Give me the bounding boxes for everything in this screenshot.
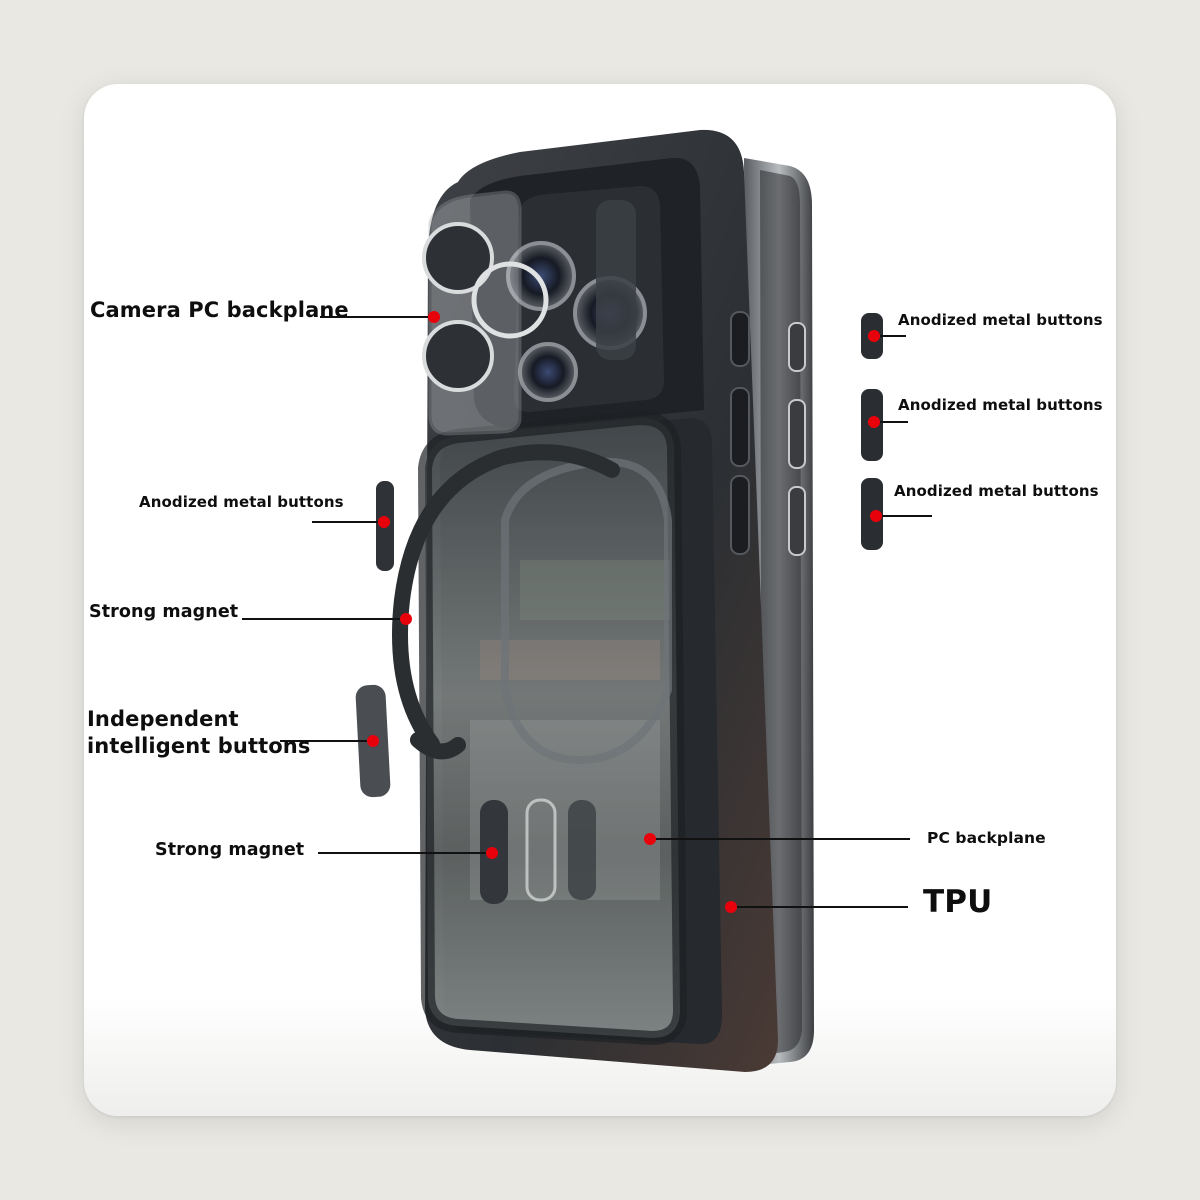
callout-dots	[367, 311, 882, 913]
label-anodized-metal-buttons-right-3: Anodized metal buttons	[894, 482, 1099, 500]
product-card	[84, 84, 1116, 1116]
label-camera-pc-backplane: Camera PC backplane	[90, 298, 349, 322]
label-tpu: TPU	[923, 884, 993, 920]
label-anodized-metal-buttons-right-2: Anodized metal buttons	[898, 396, 1103, 414]
pc-backplane	[417, 410, 688, 1046]
camera-pc-backplane	[422, 190, 549, 436]
label-independent-intelligent-buttons: Independent intelligent buttons	[87, 706, 310, 760]
phone-case-exploded-illustration	[242, 129, 932, 1073]
callouts	[242, 316, 932, 908]
label-anodized-metal-buttons-right-1: Anodized metal buttons	[898, 311, 1103, 329]
label-pc-backplane: PC backplane	[927, 829, 1046, 847]
label-anodized-metal-buttons-left: Anodized metal buttons	[139, 493, 344, 511]
label-independent-line2: intelligent buttons	[87, 734, 311, 758]
label-strong-magnet-ring: Strong magnet	[89, 602, 239, 622]
phone-camera-module	[506, 186, 664, 413]
magsafe-ring	[392, 444, 620, 760]
label-strong-magnet-bottom: Strong magnet	[155, 840, 305, 860]
label-independent-line1: Independent	[87, 707, 239, 731]
